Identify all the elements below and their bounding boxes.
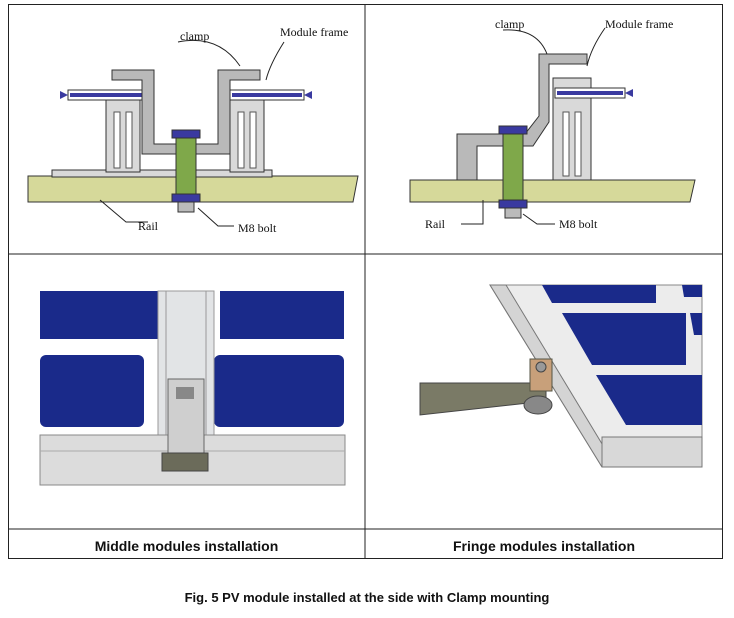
middle-rail-callout: Rail: [138, 219, 159, 233]
fringe-schematic: clamp Module frame Rail M8 bolt: [365, 4, 723, 254]
fringe-rail-callout: Rail: [425, 217, 446, 231]
figure-table: clamp Module frame Rail M8 bolt: [8, 4, 723, 559]
middle-render-image: [39, 290, 346, 486]
fringe-schematic-drawing: clamp Module frame Rail M8 bolt: [409, 17, 696, 231]
fringe-clamp-callout: clamp: [495, 17, 524, 31]
middle-clamp-callout: clamp: [180, 29, 209, 43]
middle-frame-callout: Module frame: [280, 25, 348, 39]
fringe-frame-callout: Module frame: [605, 17, 673, 31]
middle-bolt-callout: M8 bolt: [238, 221, 277, 235]
figure-caption: Fig. 5 PV module installed at the side w…: [184, 590, 550, 605]
middle-panel-label: Middle modules installation: [94, 538, 279, 554]
rail-shape: [409, 179, 696, 203]
fringe-render-image: [419, 284, 703, 468]
fringe-render: [366, 255, 723, 529]
middle-schematic-drawing: clamp Module frame Rail M8 bolt: [27, 25, 359, 235]
fringe-bolt-callout: M8 bolt: [559, 217, 598, 231]
middle-render: [8, 255, 365, 529]
table-grid: [8, 4, 723, 559]
fringe-panel-label: Fringe modules installation: [452, 538, 636, 554]
middle-schematic: clamp Module frame Rail M8 bolt: [8, 4, 365, 254]
